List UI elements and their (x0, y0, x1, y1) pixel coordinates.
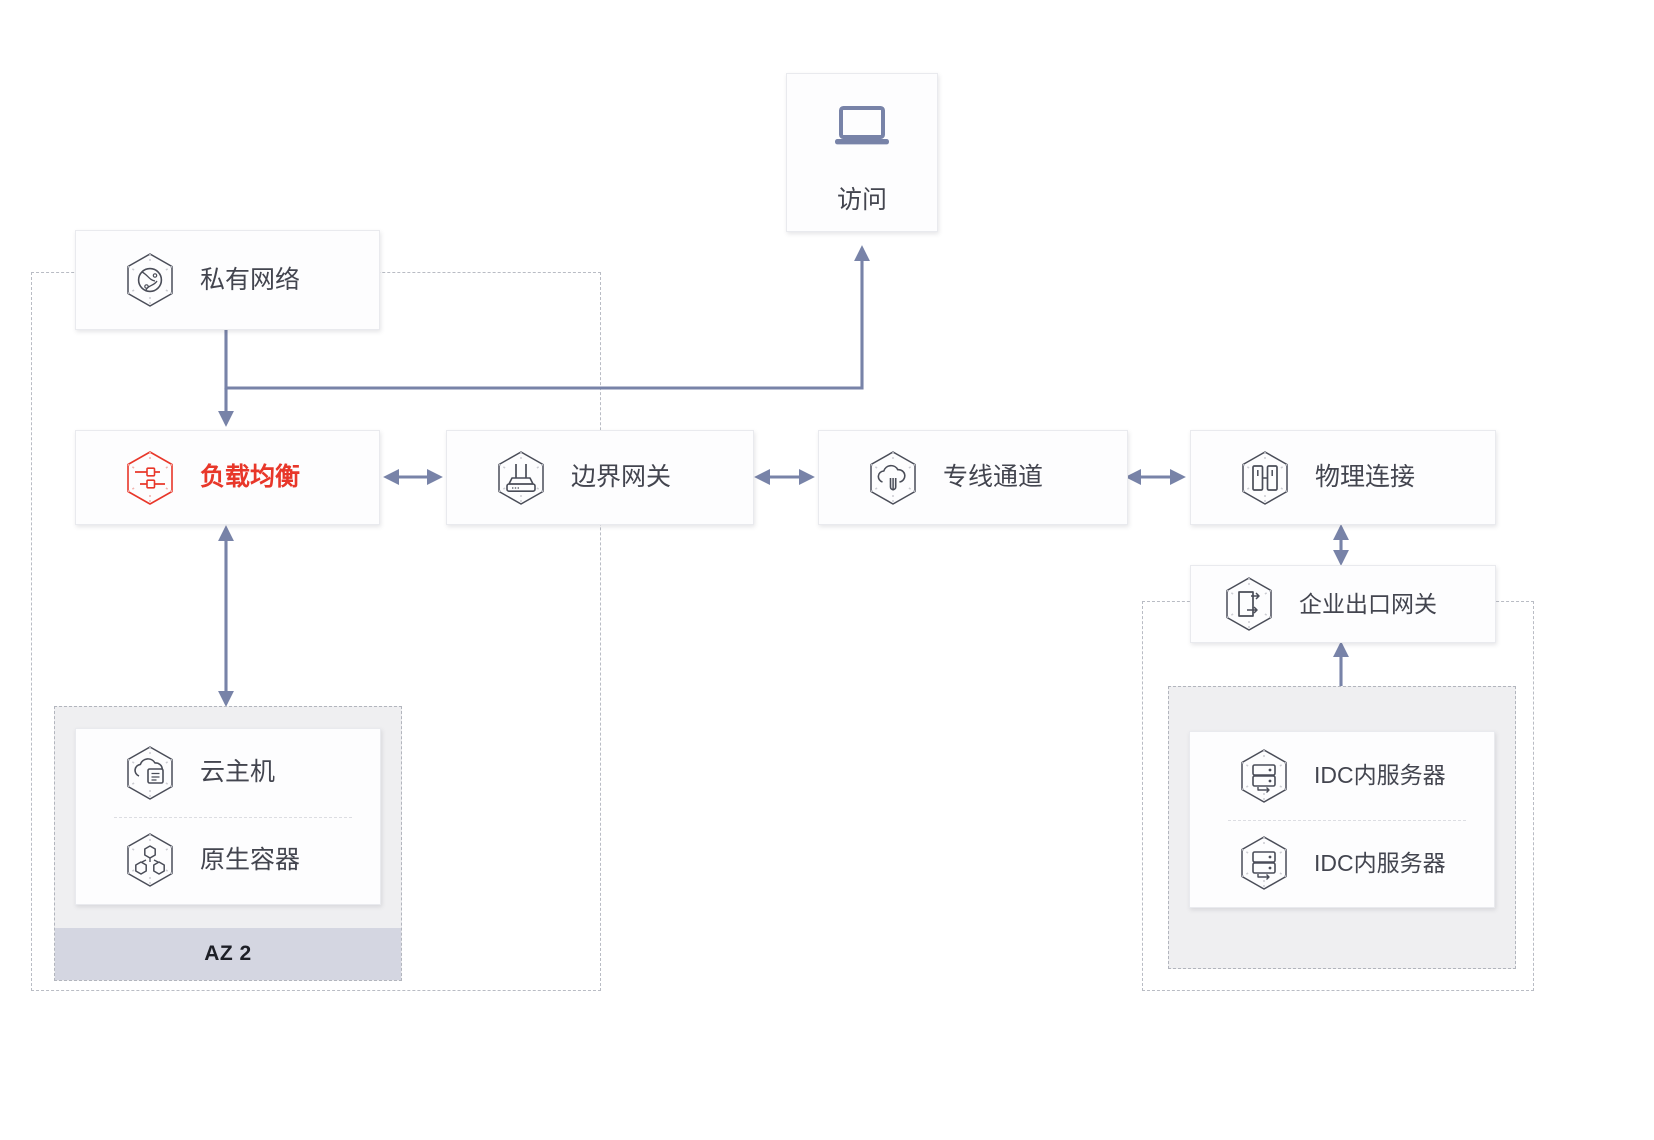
node-label: 原生容器 (200, 845, 301, 874)
laptop-icon (825, 92, 899, 166)
az2-node-card: 云主机 (75, 728, 381, 905)
globe-hexagon-icon (122, 250, 178, 310)
egress-gateway-hexagon-icon (1221, 574, 1277, 634)
node-enterprise-egress-gateway[interactable]: 企业出口网关 (1190, 565, 1496, 643)
node-idc-server-2[interactable]: IDC内服务器 (1190, 819, 1494, 908)
server-hexagon-icon (1236, 746, 1292, 806)
node-load-balancer[interactable]: 负载均衡 (75, 430, 380, 525)
cloud-server-hexagon-icon (122, 743, 178, 803)
server-hexagon-icon (1236, 833, 1292, 893)
node-label: 访问 (836, 186, 887, 214)
az2-footer-label: AZ 2 (55, 928, 401, 980)
node-access[interactable]: 访问 (786, 73, 938, 232)
node-label: 企业出口网关 (1299, 590, 1437, 617)
node-cloud-host[interactable]: 云主机 (76, 729, 380, 817)
node-label: 物理连接 (1315, 463, 1416, 491)
az2-group: 云主机 (54, 706, 402, 981)
cloud-link-hexagon-icon (865, 448, 921, 508)
node-label: 边界网关 (571, 463, 672, 491)
router-hexagon-icon (493, 448, 549, 508)
node-label: 专线通道 (943, 463, 1044, 491)
container-hexagon-icon (122, 830, 178, 890)
node-border-gateway[interactable]: 边界网关 (446, 430, 754, 525)
node-private-network[interactable]: 私有网络 (75, 230, 380, 330)
idc-node-card: IDC内服务器 (1189, 731, 1495, 908)
node-label: 云主机 (200, 758, 276, 787)
node-idc-server-1[interactable]: IDC内服务器 (1190, 732, 1494, 820)
node-label: IDC内服务器 (1314, 849, 1446, 876)
idc-group: IDC内服务器 (1168, 686, 1516, 969)
physical-port-hexagon-icon (1237, 448, 1293, 508)
load-balancer-hexagon-icon (122, 448, 178, 508)
node-label: 负载均衡 (200, 463, 301, 491)
node-native-container[interactable]: 原生容器 (76, 816, 380, 905)
node-label: 私有网络 (200, 265, 301, 294)
node-label: IDC内服务器 (1314, 762, 1446, 789)
node-physical-connection[interactable]: 物理连接 (1190, 430, 1496, 525)
node-dedicated-line[interactable]: 专线通道 (818, 430, 1128, 525)
